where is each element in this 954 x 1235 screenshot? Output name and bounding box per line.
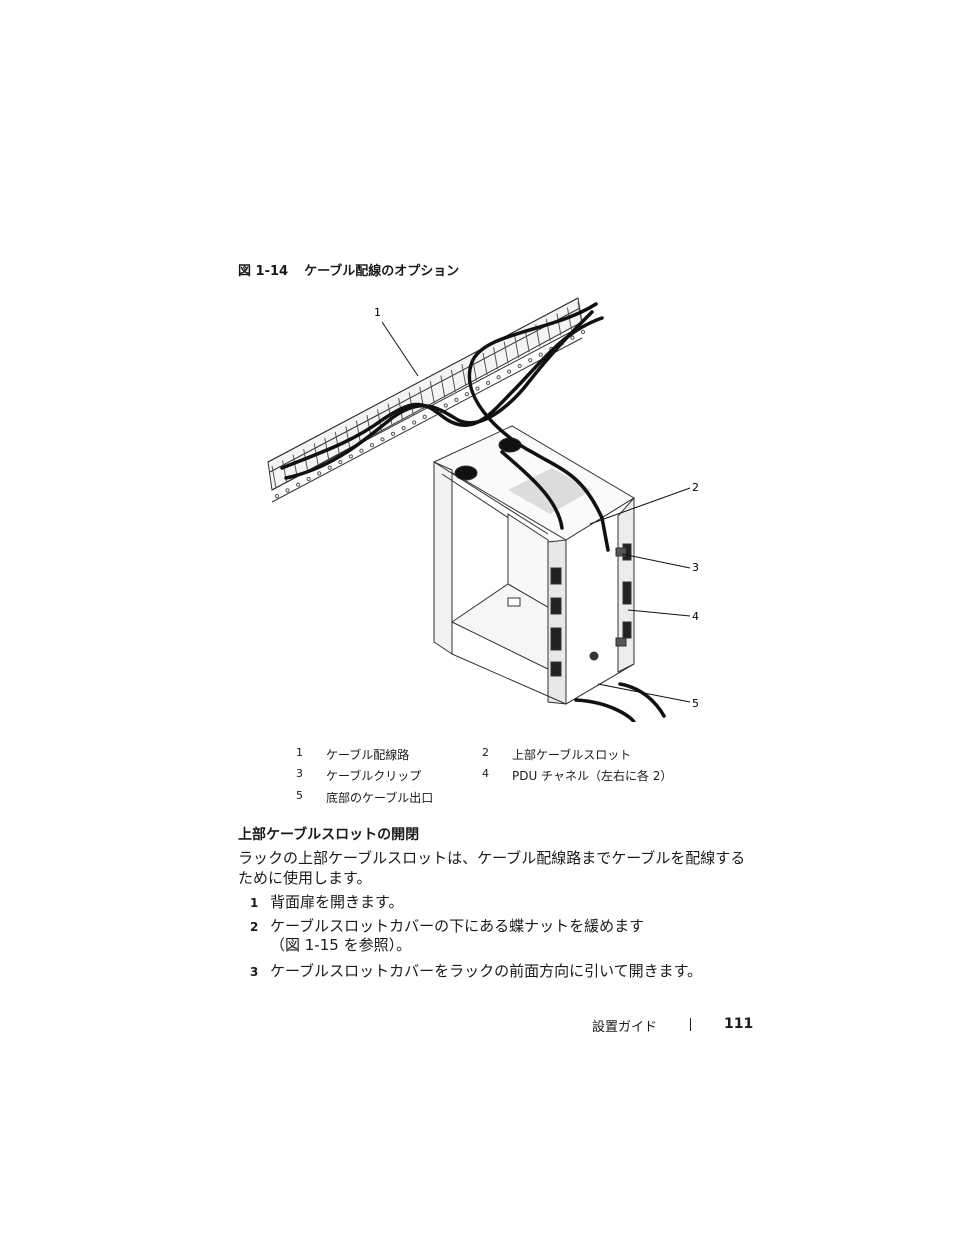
tray-hole: [538, 352, 543, 357]
callout-4: 4: [692, 610, 699, 623]
tray-rung: [524, 330, 530, 353]
figure-number: 図 1-14: [238, 264, 289, 279]
step-text: ケーブルスロットカバーの下にある蝶ナットを緩めます: [270, 917, 645, 935]
tray-rung: [345, 426, 351, 449]
tray-hole: [285, 488, 290, 493]
tray-hole: [454, 397, 459, 402]
tray-rung: [271, 465, 277, 489]
legend-text: 上部ケーブルスロット: [512, 748, 632, 762]
footer-separator: [690, 1018, 691, 1031]
tray-hole: [485, 380, 491, 385]
tray-hole: [580, 329, 586, 335]
tray-rung: [482, 352, 488, 375]
legend-num: 1: [296, 746, 303, 759]
tray-rung: [450, 369, 456, 392]
legend-num: 5: [296, 789, 303, 802]
rack-cabinet: [432, 425, 635, 705]
tray-rung: [440, 375, 446, 398]
tray-hole: [475, 386, 480, 391]
callout-2: 2: [692, 481, 699, 494]
tray-hole: [401, 426, 406, 431]
tray-hole: [327, 465, 332, 470]
tray-hole: [443, 403, 448, 408]
cables: [280, 302, 666, 722]
tray-rung: [292, 454, 298, 477]
tray-rung: [461, 364, 467, 387]
tray-hole: [496, 375, 501, 380]
callout-1: 1: [374, 306, 381, 319]
legend-text: PDU チャネル（左右に各 2）: [512, 769, 673, 783]
legend-num: 2: [482, 746, 489, 759]
tray-rung: [355, 420, 361, 443]
legend-text: ケーブル配線路: [326, 748, 410, 762]
tray-rung: [503, 341, 509, 364]
callout-3: 3: [692, 561, 699, 574]
step-number: 1: [250, 896, 259, 910]
tray-hole: [306, 476, 311, 482]
tray-hole: [570, 335, 575, 340]
page-number: 111: [724, 1016, 754, 1032]
tray-hole: [528, 358, 533, 363]
tray-hole: [517, 363, 522, 369]
legend-num: 3: [296, 767, 303, 780]
tray-rung: [556, 313, 562, 336]
tray-hole: [464, 392, 470, 397]
legend-text: ケーブルクリップ: [326, 769, 422, 783]
tray-hole: [296, 482, 301, 487]
step-text: ケーブルスロットカバーをラックの前面方向に引いて開きます。: [270, 962, 703, 980]
tray-hole: [390, 431, 396, 436]
figure-caption: 図 1-14 ケーブル配線のオプション: [238, 260, 459, 279]
tray-hole: [507, 369, 512, 374]
step-text: 背面扉を開きます。: [270, 893, 404, 911]
tray-hole: [369, 443, 375, 448]
tray-hole: [422, 414, 427, 419]
tray-hole: [338, 459, 343, 465]
footer-title: 設置ガイド: [592, 1020, 658, 1035]
tray-rung: [429, 381, 435, 404]
step-text-continued: （図 1-15 を参照）。: [270, 936, 412, 954]
tray-rung: [493, 347, 499, 370]
figure-title: ケーブル配線のオプション: [304, 264, 460, 279]
cable-routing-figure: 1 2 3 4 5: [267, 297, 699, 722]
step-number: 2: [250, 920, 259, 934]
legend-text: 底部のケーブル出口: [326, 791, 434, 805]
tray-hole: [359, 448, 364, 453]
tray-rung: [514, 335, 520, 359]
tray-hole: [317, 471, 322, 476]
tray-hole: [348, 454, 353, 459]
callout-leaders: [381, 321, 691, 703]
tray-rung: [334, 431, 340, 455]
section-paragraph: ラックの上部ケーブルスロットは、ケーブル配線路までケーブルを配線するために使用し…: [238, 849, 746, 887]
callout-5: 5: [692, 697, 699, 710]
tray-rung: [545, 318, 551, 342]
tray-hole: [412, 420, 417, 425]
section-heading: 上部ケーブルスロットの開閉: [238, 827, 420, 843]
legend-num: 4: [482, 767, 489, 780]
tray-hole: [274, 493, 280, 499]
step-number: 3: [250, 965, 259, 979]
tray-hole: [380, 437, 385, 442]
